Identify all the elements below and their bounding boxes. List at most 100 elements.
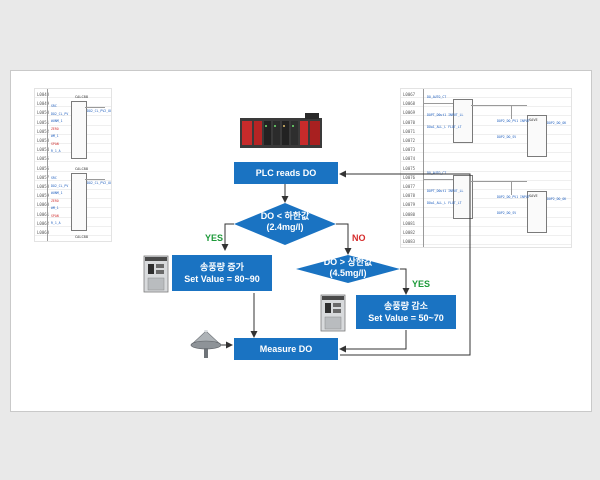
ladder-row-number: L0055 [37,156,50,162]
ladder-block-pin: SRC [51,104,57,108]
ladder-block-pin: #UNM_1 [51,191,63,195]
ladder-row-number: L0072 [403,138,416,143]
ladder-block-pin: SPAN [51,213,59,218]
ladder-block-pin: #M_1 [51,206,59,210]
arrow-loop-back [339,170,471,356]
ladder-row-number: L0057 [37,174,50,180]
ladder-grid-row [35,170,111,172]
ladder-grid-row [35,97,111,98]
ladder-power-rail [423,89,424,247]
ladder-block-output: DOP2_DO_OK [547,197,567,201]
ladder-function-block [71,101,87,159]
ladder-block-input: DOPT_D0ut1 INPUT_LL [427,189,464,193]
ladder-row-number: L0063 [37,230,50,235]
ladder-block-pin: #M_1 [51,134,59,138]
ladder-grid-row [401,170,571,172]
ladder-block-pin: ZERO [51,198,59,203]
ladder-row-number: L0078 [403,193,416,199]
ladder-row-number: L0079 [403,202,416,208]
ladder-block-title: SAVE [529,194,538,198]
ladder-block-pin: DO2_CL_PV [51,183,69,188]
ladder-row-number: L0060 [37,202,50,208]
ladder-row-number: L0052 [37,128,50,134]
ladder-grid-row [401,216,571,218]
ladder-row-number: L0049 [37,101,50,107]
ladder-contact-label: DO_AUTO_CT [427,171,447,175]
ladder-row-number: L0077 [403,184,416,189]
ladder-row-number: L0051 [37,119,50,125]
ladder-wire [85,179,105,180]
ladder-row-number: L0053 [37,138,50,143]
plc-reads-do-box: PLC reads DO [234,162,338,184]
ladder-row-number: L0080 [403,211,416,217]
ladder-row-number: L0048 [37,92,50,97]
blower-cabinet-icon [143,255,169,293]
ladder-grid-row [401,143,571,144]
ladder-block-mid: DOP2_DO_SV [497,135,517,139]
ladder-grid-row [35,161,111,163]
ladder-grid-row [401,152,571,154]
increase-line2: Set Value = 80~90 [184,274,260,284]
decrease-line1: 송풍량 감소 [384,301,428,311]
decision2-line2: (4.5mg/l) [329,268,367,278]
ladder-wire [511,105,512,119]
ladder-block-output: DO2_CL_PV2_OUT [87,181,112,185]
ladder-grid-row [401,244,571,246]
measure-do-label: Measure DO [259,344,313,354]
ladder-function-block [527,191,547,233]
ladder-grid-row [401,115,571,117]
ladder-row-number: L0056 [37,165,50,171]
ladder-row-number: L0076 [403,174,416,180]
decision2-label: DO > 상한값 (4.5mg/l) [306,257,390,279]
ladder-block-pin: R_1_A [51,149,61,153]
ladder-grid-row [401,161,571,163]
ladder-block-input: DOw1_ALL_L FLOT_LT [427,201,462,205]
ladder-block-title: CALC88 [75,95,88,99]
ladder-block-input: DOPT_D0ut1 INPUT_LL [427,113,464,117]
ladder-block-mid: DOP2_DO_SV [497,211,517,215]
increase-airflow-box: 송풍량 증가 Set Value = 80~90 [172,255,272,291]
ladder-block-pin: SRC [51,176,57,180]
ladder-row-number: L0081 [403,220,416,226]
ladder-block-mid: DOP2_DO_PV1 INPUT [497,195,530,199]
ladder-grid-row [401,235,571,236]
ladder-wire [423,103,453,104]
decrease-line2: Set Value = 50~70 [368,313,444,323]
ladder-block-pin: ZERO [51,126,59,131]
ladder-power-rail [47,89,48,241]
decision1-line2: (2.4mg/l) [266,222,304,232]
ladder-grid-row [401,97,571,98]
blower-cabinet-icon [320,294,346,332]
ladder-contact-label: DO_AUTO_CT [427,95,447,99]
ladder-block-pin: #UNM_1 [51,119,63,123]
ladder-row-number: L0075 [403,165,416,171]
ladder-row-number: L0067 [403,92,416,97]
ladder-wire [423,179,453,180]
decision1-label: DO < 하한값 (2.4mg/l) [244,211,326,233]
ladder-block-output: DOP2_DO_OK [547,121,567,125]
ladder-row-number: L0070 [403,119,416,125]
ladder-grid-row [401,179,571,181]
yes-label-1: YES [205,233,224,243]
ladder-row-number: L0062 [37,220,50,226]
plc-rack-icon [240,113,322,148]
ladder-row-number: L0061 [37,211,50,217]
diffuser-cone-icon [190,330,222,358]
ladder-grid-row [401,106,571,108]
ladder-row-number: L0050 [37,110,50,116]
ladder-block-pin: SPAN [51,141,59,146]
ladder-function-block [453,175,473,219]
ladder-block-title: CALC88 [75,167,88,171]
arrow-yes-to-decrease [400,268,410,295]
no-label-1: NO [352,233,366,243]
decrease-airflow-box: 송풍량 감소 Set Value = 50~70 [356,295,456,329]
decision1-line1: DO < 하한값 [260,211,310,221]
ladder-grid-row [401,124,571,126]
ladder-grid-row [401,189,571,190]
plc-reads-do-label: PLC reads DO [255,168,317,178]
ladder-row-number: L0068 [403,101,416,107]
arrow-yes-to-increase [221,223,234,251]
ladder-block-title: SAVE [529,118,538,122]
ladder-row-number: L0059 [37,193,50,199]
